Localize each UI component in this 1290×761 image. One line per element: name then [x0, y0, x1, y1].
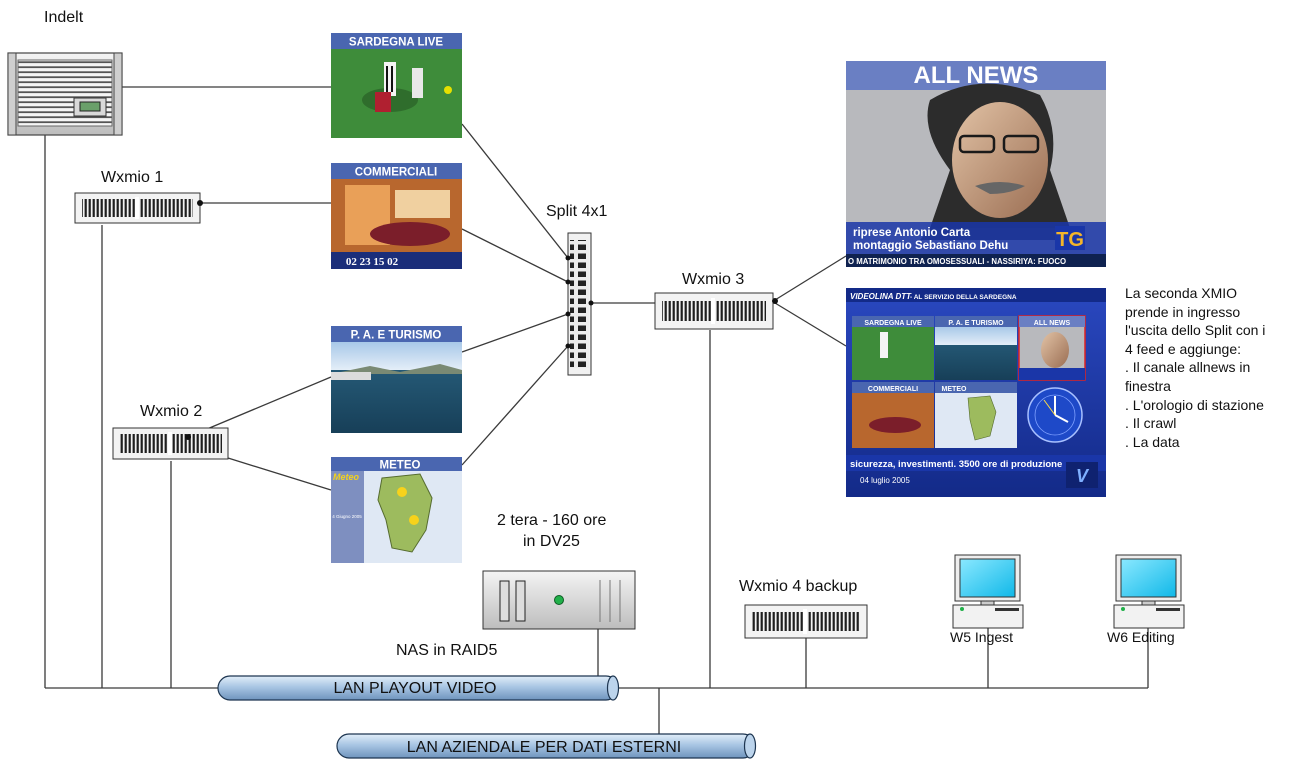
composite-monitor: VIDEOLINA DTT - AL SERVIZIO DELLA SARDEG… [846, 288, 1106, 497]
feed-turismo-title: P. A. E TURISMO [351, 330, 442, 342]
feed-meteo: METEO Meteo 4 Giugno 2005 [331, 457, 462, 563]
note-line: La seconda XMIO [1125, 285, 1238, 301]
nas-capacity-line-2: in DV25 [523, 533, 580, 550]
lan-playout-pipe: LAN PLAYOUT VIDEO [217, 675, 620, 701]
split-device-icon [565, 232, 594, 376]
note-line: . Il crawl [1125, 415, 1177, 432]
feed-meteo-title: METEO [380, 460, 421, 472]
wxmio1-device-icon [74, 192, 203, 224]
indelt-label: Indelt [44, 9, 84, 26]
note-line: finestra [1125, 377, 1171, 394]
composite-header-rest: - AL SERVIZIO DELLA SARDEGNA [910, 294, 1017, 301]
split-label: Split 4x1 [546, 203, 608, 220]
allnews-caption-1: riprese Antonio Carta [853, 227, 971, 239]
composite-crawl: sicurezza, investimenti. 3500 ore di pro… [850, 459, 1062, 470]
nas-capacity-line-1: 2 tera - 160 ore [497, 512, 607, 529]
composite-tile-2: P. A. E TURISMO [948, 320, 1004, 327]
note-line: l'uscita dello Split con i [1125, 322, 1266, 339]
allnews-logo: TG [1056, 229, 1084, 251]
w5-label: W5 Ingest [950, 629, 1014, 645]
composite-header-brand: VIDEOLINA DTT [850, 292, 912, 301]
composite-tile-3: ALL NEWS [1034, 320, 1071, 327]
wxmio3-label: Wxmio 3 [682, 271, 745, 288]
feed-meteo-logo: Meteo [333, 472, 360, 482]
nas-server-icon [482, 570, 636, 630]
note-line: . La data [1125, 433, 1180, 450]
feed-commerciali-title: COMMERCIALI [355, 167, 437, 179]
connection-lines [44, 86, 1149, 735]
note-line: . L'orologio di stazione [1125, 396, 1264, 413]
composite-tile-5: METEO [942, 386, 967, 393]
wxmio2-label: Wxmio 2 [140, 403, 203, 420]
w6-label: W6 Editing [1107, 629, 1175, 645]
indelt-server-icon [7, 52, 123, 136]
wxmio1-label: Wxmio 1 [101, 169, 164, 186]
composite-tile-4: COMMERCIALI [868, 386, 918, 393]
wxmio2-device-icon [112, 427, 229, 460]
wxmio4-label: Wxmio 4 backup [739, 578, 858, 595]
lan-playout-label: LAN PLAYOUT VIDEO [333, 680, 496, 697]
note-line: prende in ingresso [1125, 303, 1241, 320]
allnews-monitor: ALL NEWS riprese Antonio Carta montaggio… [846, 61, 1106, 267]
wxmio4-device-icon [744, 604, 868, 639]
feed-meteo-date: 4 Giugno 2005 [332, 514, 362, 519]
allnews-crawl: O MATRIMONIO TRA OMOSESSUALI - NASSIRIYA… [848, 257, 1066, 266]
xmio-description-note: La seconda XMIO prende in ingresso l'usc… [1125, 284, 1265, 451]
w5-workstation-icon [952, 554, 1024, 629]
nas-label: NAS in RAID5 [396, 642, 498, 659]
wxmio3-device-icon [654, 292, 778, 330]
note-line: 4 feed e aggiunge: [1125, 340, 1241, 357]
w6-workstation-icon [1113, 554, 1185, 629]
composite-logo: V [1076, 466, 1090, 486]
feed-commerciali-phone: 02 23 15 02 [346, 256, 399, 268]
feed-sardegna-live-title: SARDEGNA LIVE [349, 37, 443, 49]
allnews-title: ALL NEWS [914, 62, 1039, 89]
note-line: . Il canale allnews in [1125, 359, 1251, 376]
feed-sardegna-live: SARDEGNA LIVE [331, 33, 462, 138]
composite-tile-1: SARDEGNA LIVE [864, 320, 922, 327]
allnews-caption-2: montaggio Sebastiano Dehu [853, 240, 1008, 252]
composite-date: 04 luglio 2005 [860, 476, 910, 485]
feed-turismo: P. A. E TURISMO [331, 326, 462, 433]
feed-commerciali: COMMERCIALI 02 23 15 02 [331, 163, 462, 269]
station-clock-icon [1027, 387, 1083, 443]
lan-aziendale-pipe: LAN AZIENDALE PER DATI ESTERNI [336, 733, 757, 759]
lan-aziendale-label: LAN AZIENDALE PER DATI ESTERNI [407, 739, 681, 756]
